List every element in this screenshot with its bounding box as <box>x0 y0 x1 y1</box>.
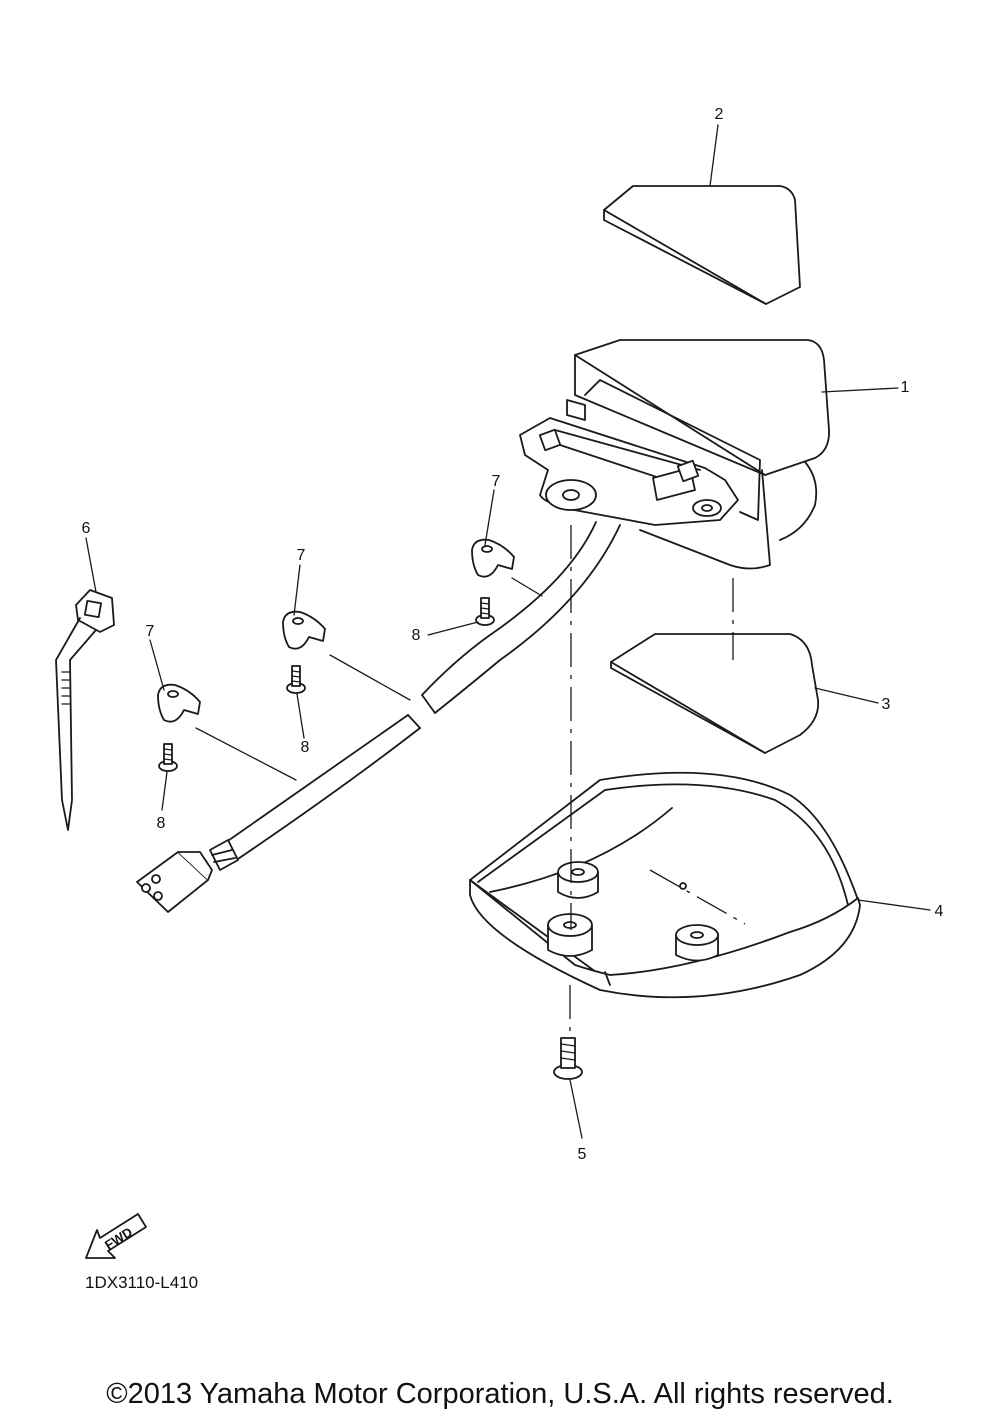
callout-3: 3 <box>882 696 891 713</box>
callout-5: 5 <box>578 1146 587 1163</box>
fwd-arrow-icon: FWD <box>85 1213 147 1259</box>
callout-7c: 7 <box>492 473 501 490</box>
part-1-taillight-assembly <box>519 339 830 570</box>
callout-8b: 8 <box>301 739 310 756</box>
part-7-clamp-b <box>282 610 326 650</box>
assembly-center-lines <box>195 525 746 1040</box>
copyright-notice: ©2013 Yamaha Motor Corporation, U.S.A. A… <box>106 1378 894 1410</box>
callout-8c: 8 <box>412 627 421 644</box>
part-4-housing <box>469 771 861 999</box>
part-6-cable-tie <box>55 589 115 831</box>
callout-1: 1 <box>901 379 910 396</box>
callout-7a: 7 <box>146 623 155 640</box>
callout-7b: 7 <box>297 547 306 564</box>
part-2-gasket <box>603 185 801 305</box>
leader-lines <box>85 124 931 1139</box>
callout-2: 2 <box>715 106 724 123</box>
part-7-clamp-c <box>471 538 515 578</box>
part-8-screw-b <box>286 665 306 694</box>
callout-6: 6 <box>82 520 91 537</box>
part-8-screw-c <box>475 597 495 626</box>
callout-8a: 8 <box>157 815 166 832</box>
part-3-gasket <box>610 633 820 754</box>
part-5-screw <box>553 1037 583 1080</box>
part-7-clamp-a <box>157 683 201 723</box>
part-8-screw-a <box>158 743 178 772</box>
callout-4: 4 <box>935 903 944 920</box>
wire-harness <box>136 521 621 913</box>
drawing-code: 1DX3110-L410 <box>85 1273 198 1292</box>
